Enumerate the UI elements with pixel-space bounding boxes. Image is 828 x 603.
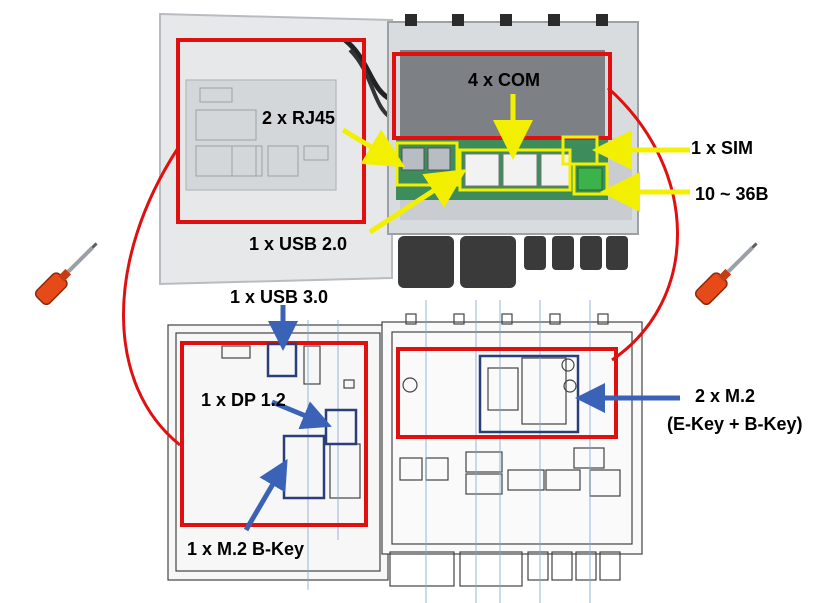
screwdriver-icon	[694, 242, 758, 306]
label-m2keys: (E-Key + B-Key)	[667, 414, 803, 434]
arrow-rj45	[341, 127, 406, 168]
label-usb2: 1 x USB 2.0	[249, 234, 347, 254]
label-rj45: 2 x RJ45	[262, 108, 335, 128]
arrow-usb2	[368, 169, 467, 235]
highlight-box-bottom-right	[396, 347, 618, 439]
arrow-dp	[271, 399, 332, 430]
red-curve-left	[122, 147, 181, 447]
label-sim: 1 x SIM	[691, 138, 753, 158]
red-curve-right	[607, 86, 679, 362]
label-dp: 1 x DP 1.2	[201, 390, 286, 410]
label-usb3: 1 x USB 3.0	[230, 287, 328, 307]
screwdriver-icon	[34, 242, 98, 306]
label-m2bkey: 1 x M.2 B-Key	[187, 539, 304, 559]
top-device-photo	[159, 12, 639, 288]
arrow-m2bkey	[243, 459, 288, 532]
label-m2: 2 x M.2	[695, 386, 755, 406]
label-power: 10 ~ 36B	[695, 184, 769, 204]
label-com: 4 x COM	[468, 70, 540, 90]
